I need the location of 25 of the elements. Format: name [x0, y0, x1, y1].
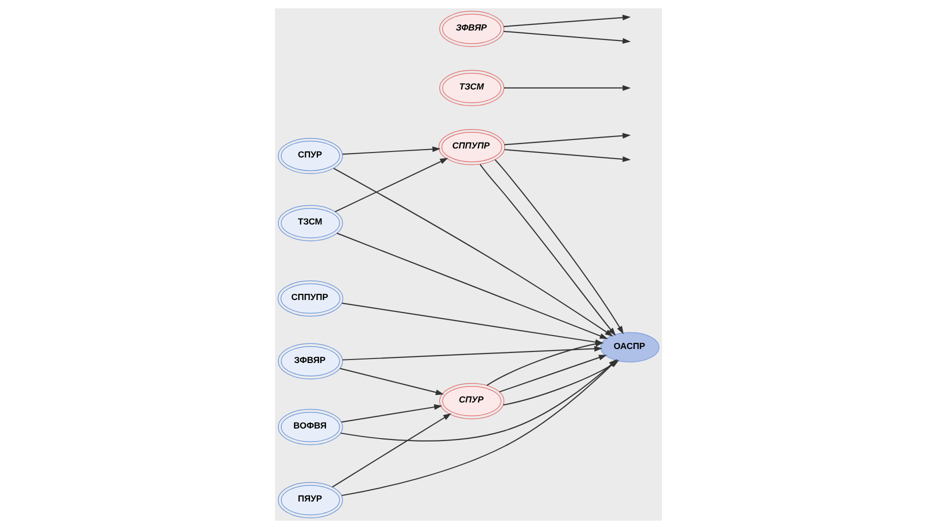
- node-ellipse: СПУР: [277, 138, 342, 174]
- arrow: [342, 346, 602, 360]
- node-ellipse: ПЯУР: [277, 482, 342, 518]
- arrow: [494, 159, 624, 334]
- arrow: [339, 368, 444, 396]
- arrow: [334, 158, 448, 212]
- arrow: [503, 14, 630, 28]
- node-ellipse: ВОФВЯ: [277, 408, 342, 446]
- arrow: [332, 168, 613, 337]
- node-ellipse: ЗФВЯР: [277, 343, 342, 380]
- arrow: [486, 341, 604, 386]
- arrow: [479, 164, 616, 336]
- arrow: [342, 146, 440, 155]
- arrow: [336, 232, 608, 339]
- node-ellipse: ЗФВЯР: [438, 10, 504, 47]
- arrow: [503, 30, 630, 44]
- arrow: [340, 404, 442, 423]
- arrow: [504, 85, 630, 91]
- arrow: [498, 354, 606, 392]
- node-ellipse: СППУПР: [277, 280, 343, 317]
- arrow: [504, 149, 630, 162]
- node-ellipse: ТЗСМ: [277, 205, 342, 242]
- arrow: [504, 132, 630, 146]
- arrow: [332, 413, 451, 488]
- node-ellipse: ТЗСМ: [438, 70, 504, 106]
